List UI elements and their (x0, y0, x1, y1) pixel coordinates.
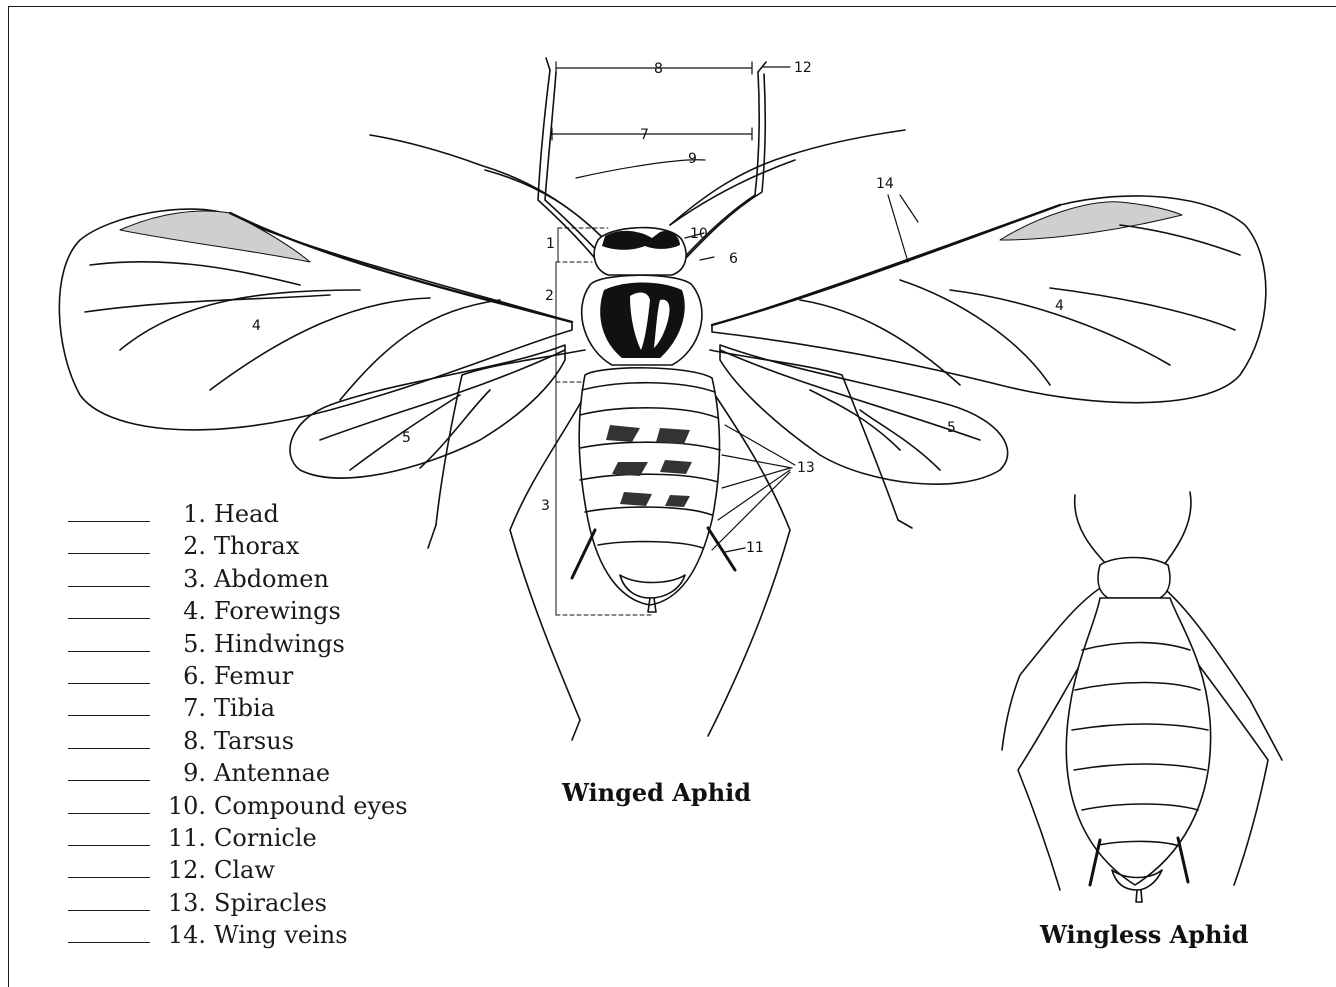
right-cornicle (708, 528, 735, 570)
key-item-head: 1.Head (68, 500, 428, 532)
answer-blank[interactable] (68, 552, 150, 554)
answer-blank[interactable] (68, 714, 150, 716)
key-item-thorax: 2.Thorax (68, 532, 428, 564)
callout-4-left: 4 (252, 318, 261, 334)
left-hind-leg (510, 395, 585, 720)
callout-10: 10 (690, 226, 708, 242)
answer-blank[interactable] (68, 520, 150, 522)
key-item-cornicle: 11.Cornicle (68, 824, 428, 856)
answer-blank[interactable] (68, 779, 150, 781)
answer-blank[interactable] (68, 876, 150, 878)
callout-13: 13 (797, 460, 815, 476)
callout-9: 9 (688, 151, 697, 167)
left-front-leg (538, 70, 598, 262)
key-item-forewings: 4.Forewings (68, 597, 428, 629)
answer-blank[interactable] (68, 941, 150, 943)
key-item-abdomen: 3.Abdomen (68, 565, 428, 597)
left-forewing (59, 209, 572, 430)
answer-blank[interactable] (68, 812, 150, 814)
callout-6: 6 (729, 251, 738, 267)
left-cornicle (572, 530, 595, 578)
callout-5-left: 5 (402, 430, 411, 446)
key-item-hindwings: 5.Hindwings (68, 630, 428, 662)
key-item-claw: 12.Claw (68, 856, 428, 888)
key-item-spiracles: 13.Spiracles (68, 889, 428, 921)
winged-abdomen (579, 368, 719, 605)
answer-blank[interactable] (68, 585, 150, 587)
parts-key-list: 1.Head 2.Thorax 3.Abdomen 4.Forewings 5.… (68, 500, 428, 953)
key-item-femur: 6.Femur (68, 662, 428, 694)
callout-12: 12 (794, 60, 812, 76)
callout-11: 11 (746, 540, 764, 556)
key-item-wing-veins: 14.Wing veins (68, 921, 428, 953)
callout-5-right: 5 (947, 420, 956, 436)
key-item-antennae: 9.Antennae (68, 759, 428, 791)
right-wing-stigma (1000, 202, 1182, 240)
winged-aphid-caption: Winged Aphid (562, 778, 751, 807)
callout-2: 2 (545, 288, 554, 304)
answer-blank[interactable] (68, 682, 150, 684)
callout-7: 7 (640, 127, 649, 143)
right-middle-leg (710, 350, 898, 520)
callout-3: 3 (541, 498, 550, 514)
answer-blank[interactable] (68, 909, 150, 911)
answer-blank[interactable] (68, 650, 150, 652)
callout-8: 8 (654, 61, 663, 77)
wingless-aphid-drawing (1002, 492, 1282, 902)
wingless-aphid-caption: Wingless Aphid (1040, 920, 1248, 949)
right-hindwing (720, 345, 1008, 484)
key-item-compound-eyes: 10.Compound eyes (68, 792, 428, 824)
answer-blank[interactable] (68, 617, 150, 619)
left-middle-leg (436, 350, 585, 525)
callout-14: 14 (876, 176, 894, 192)
right-antenna (670, 130, 905, 225)
left-hindwing (290, 345, 565, 478)
callout-1: 1 (546, 236, 555, 252)
callout-4-right: 4 (1055, 298, 1064, 314)
answer-blank[interactable] (68, 844, 150, 846)
key-item-tarsus: 8.Tarsus (68, 727, 428, 759)
answer-blank[interactable] (68, 747, 150, 749)
key-item-tibia: 7.Tibia (68, 694, 428, 726)
